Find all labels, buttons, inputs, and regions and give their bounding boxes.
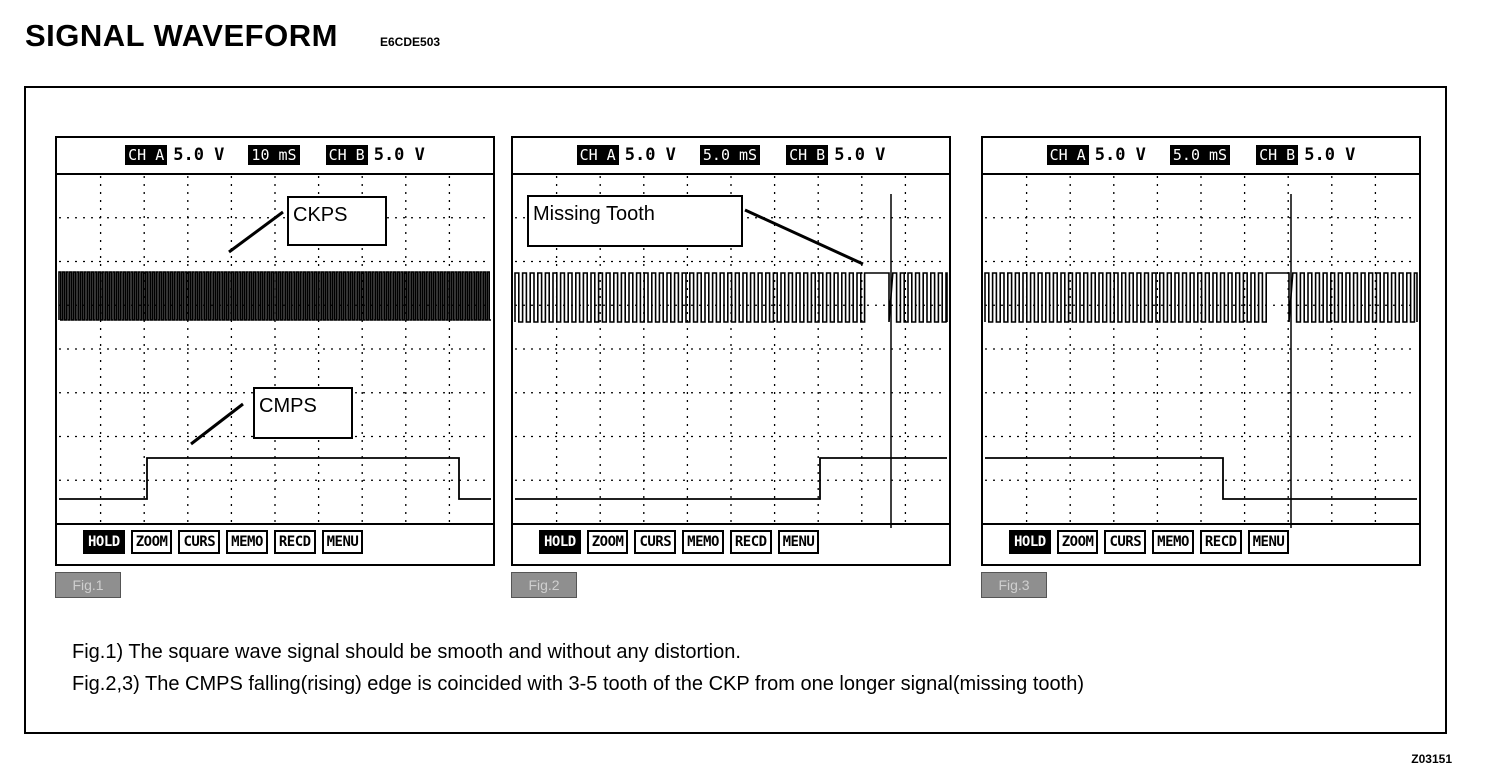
ch-a-label: CH A — [1046, 145, 1089, 165]
ch-b-value: 5.0 V — [373, 145, 425, 165]
fig-3-tag: Fig.3 — [981, 572, 1047, 598]
scope-button-bar: HOLD ZOOM CURS MEMO RECD MENU — [1009, 530, 1290, 554]
scope-button-bar: HOLD ZOOM CURS MEMO RECD MENU — [539, 530, 820, 554]
scope-button-bar: HOLD ZOOM CURS MEMO RECD MENU — [83, 530, 364, 554]
cmps-waveform — [985, 457, 1417, 500]
note-fig-1: Fig.1) The square wave signal should be … — [72, 641, 741, 663]
memo-button[interactable]: MEMO — [1152, 530, 1194, 554]
ch-a-value: 5.0 V — [173, 145, 225, 165]
timebase-value: 5.0 mS — [1169, 145, 1231, 165]
menu-button[interactable]: MENU — [777, 530, 820, 554]
waveform-plot-3 — [983, 173, 1419, 528]
hold-button[interactable]: HOLD — [539, 530, 581, 554]
cmps-waveform — [515, 457, 947, 500]
cmps-arrow — [190, 402, 244, 446]
waveform-plot-1 — [57, 173, 493, 525]
recd-button[interactable]: RECD — [729, 530, 772, 554]
ckps-waveform — [984, 272, 1418, 323]
ch-a-value: 5.0 V — [1094, 145, 1146, 165]
ch-b-value: 5.0 V — [1304, 145, 1356, 165]
ch-b-label: CH B — [1256, 145, 1299, 165]
recd-button[interactable]: RECD — [273, 530, 316, 554]
cmps-callout: CMPS — [253, 387, 353, 439]
curs-button[interactable]: CURS — [634, 530, 677, 554]
ckps-waveform — [514, 272, 948, 323]
timebase-value: 5.0 mS — [699, 145, 761, 165]
missing-tooth-callout: Missing Tooth — [527, 195, 743, 247]
memo-button[interactable]: MEMO — [226, 530, 268, 554]
ch-b-label: CH B — [325, 145, 368, 165]
oscilloscope-screen-3: CH A 5.0 V 5.0 mS CH B 5.0 V HOLD ZOOM C… — [981, 136, 1421, 566]
ch-a-value: 5.0 V — [624, 145, 676, 165]
reference-code: Z03151 — [1411, 752, 1452, 766]
ckps-arrow — [228, 210, 284, 254]
zoom-button[interactable]: ZOOM — [1056, 530, 1099, 554]
ch-b-label: CH B — [786, 145, 829, 165]
scope-header: CH A 5.0 V 5.0 mS CH B 5.0 V — [513, 138, 949, 172]
oscilloscope-screen-1: CH A 5.0 V 10 mS CH B 5.0 V HOLD ZOOM CU… — [55, 136, 495, 566]
figure-frame — [24, 86, 1447, 734]
memo-button[interactable]: MEMO — [682, 530, 724, 554]
ch-b-value: 5.0 V — [834, 145, 886, 165]
scope-header: CH A 5.0 V 10 mS CH B 5.0 V — [57, 138, 493, 172]
zoom-button[interactable]: ZOOM — [130, 530, 173, 554]
page-title: SIGNAL WAVEFORM — [25, 18, 338, 53]
timebase-value: 10 mS — [248, 145, 300, 165]
curs-button[interactable]: CURS — [178, 530, 221, 554]
hold-button[interactable]: HOLD — [1009, 530, 1051, 554]
ckps-waveform — [58, 271, 491, 321]
ckps-callout: CKPS — [287, 196, 387, 246]
menu-button[interactable]: MENU — [321, 530, 364, 554]
ch-a-label: CH A — [125, 145, 168, 165]
zoom-button[interactable]: ZOOM — [586, 530, 629, 554]
fig-1-tag: Fig.1 — [55, 572, 121, 598]
note-fig-2-3: Fig.2,3) The CMPS falling(rising) edge i… — [72, 673, 1084, 695]
menu-button[interactable]: MENU — [1247, 530, 1290, 554]
hold-button[interactable]: HOLD — [83, 530, 125, 554]
cmps-waveform — [59, 457, 491, 500]
scope-header: CH A 5.0 V 5.0 mS CH B 5.0 V — [983, 138, 1419, 172]
fig-2-tag: Fig.2 — [511, 572, 577, 598]
missing-tooth-arrow — [744, 208, 864, 266]
ch-a-label: CH A — [576, 145, 619, 165]
recd-button[interactable]: RECD — [1199, 530, 1242, 554]
curs-button[interactable]: CURS — [1104, 530, 1147, 554]
document-code: E6CDE503 — [380, 35, 441, 49]
